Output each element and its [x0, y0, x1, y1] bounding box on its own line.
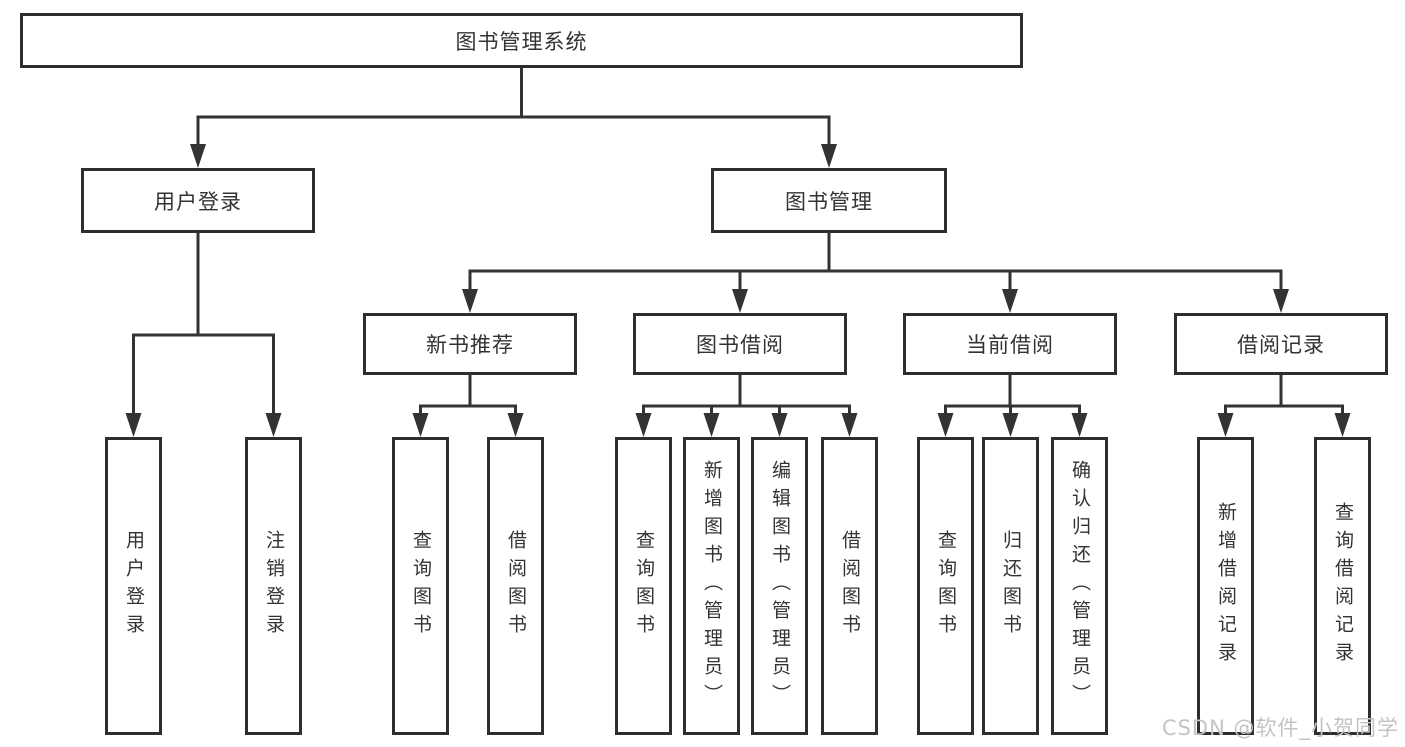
node-leaf-query-borrow-record: 查询借阅记录	[1314, 437, 1371, 735]
node-leaf-return-book: 归还图书	[982, 437, 1039, 735]
leaf-label: 查询图书	[935, 530, 957, 642]
node-borrow-record: 借阅记录	[1174, 313, 1388, 375]
node-leaf-borrow-book-1: 借阅图书	[487, 437, 544, 735]
node-current-borrow: 当前借阅	[903, 313, 1117, 375]
leaf-label: 确认归还（管理员）	[1069, 460, 1091, 712]
leaf-label: 借阅图书	[839, 530, 861, 642]
leaf-label: 借阅图书	[505, 530, 527, 642]
node-leaf-query-book-1: 查询图书	[392, 437, 449, 735]
csdn-watermark: CSDN @软件_小贺同学	[1161, 716, 1399, 740]
leaf-label: 归还图书	[1000, 530, 1022, 642]
node-leaf-logout: 注销登录	[245, 437, 302, 735]
leaf-label: 查询借阅记录	[1332, 502, 1354, 670]
node-book-borrow: 图书借阅	[633, 313, 847, 375]
node-new-book-recommend: 新书推荐	[363, 313, 577, 375]
leaf-label: 新增借阅记录	[1215, 502, 1237, 670]
leaf-label: 编辑图书（管理员）	[769, 460, 791, 712]
node-user-login: 用户登录	[81, 168, 315, 233]
node-leaf-add-book-admin: 新增图书（管理员）	[683, 437, 740, 735]
node-leaf-query-book-2: 查询图书	[615, 437, 672, 735]
leaf-label: 查询图书	[410, 530, 432, 642]
node-book-management: 图书管理	[711, 168, 947, 233]
leaf-label: 查询图书	[633, 530, 655, 642]
node-leaf-borrow-book-2: 借阅图书	[821, 437, 878, 735]
node-leaf-add-borrow-record: 新增借阅记录	[1197, 437, 1254, 735]
node-leaf-edit-book-admin: 编辑图书（管理员）	[751, 437, 808, 735]
leaf-label: 新增图书（管理员）	[701, 460, 723, 712]
node-leaf-query-book-3: 查询图书	[917, 437, 974, 735]
node-leaf-user-login: 用户登录	[105, 437, 162, 735]
node-root-system: 图书管理系统	[20, 13, 1023, 68]
leaf-label: 注销登录	[263, 530, 285, 642]
arrowheads	[125, 144, 1351, 437]
node-leaf-confirm-return-admin: 确认归还（管理员）	[1051, 437, 1108, 735]
leaf-label: 用户登录	[123, 530, 145, 642]
